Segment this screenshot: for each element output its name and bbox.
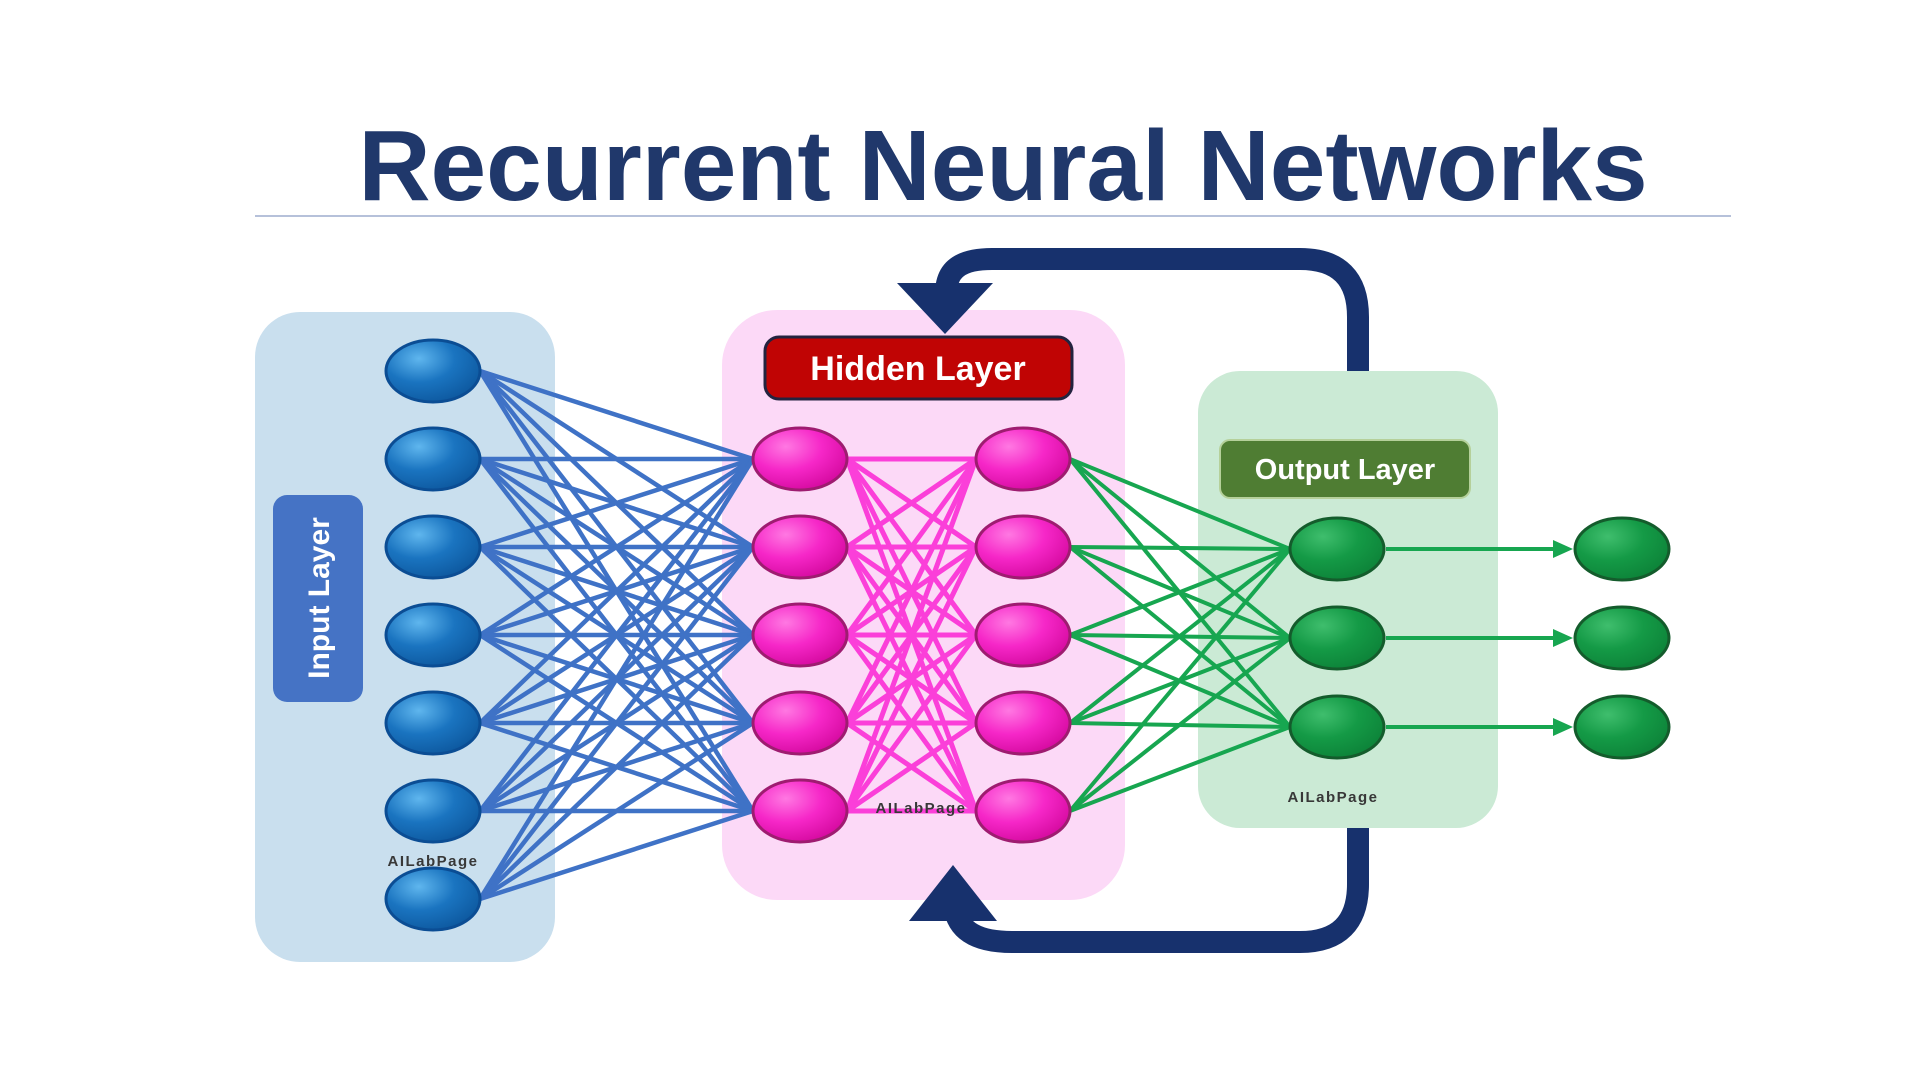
hidden_left-node: [751, 778, 849, 844]
output-arrows: [1386, 540, 1573, 736]
output-arrowhead: [1553, 540, 1573, 558]
edge-line: [478, 457, 755, 901]
input-layer-badge-label: Input Layer: [303, 517, 336, 679]
input-nodes: [384, 338, 482, 932]
edge-line: [844, 633, 979, 813]
outer_output-node: [1573, 516, 1671, 582]
edge-line: [1068, 547, 1292, 725]
loop-arrowhead-down: [897, 283, 993, 334]
input-layer-badge: Input Layer: [273, 495, 363, 702]
edge-line: [478, 457, 755, 637]
hidden_left-node: [751, 514, 849, 580]
edge-line: [845, 456, 978, 550]
loop-arrowhead-up: [909, 865, 997, 921]
connection-lines: [478, 368, 1292, 902]
page-title: Recurrent Neural Networks: [358, 110, 1647, 222]
hidden_right-nodes: [974, 426, 1072, 844]
edge-line: [844, 457, 979, 637]
output-node: [1288, 516, 1386, 582]
output-layer-badge-box: [1219, 439, 1471, 499]
hidden_right-node: [974, 602, 1072, 668]
output-arrowhead: [1553, 718, 1573, 736]
input-node: [384, 690, 482, 756]
hidden-layer-badge: Hidden Layer: [763, 335, 1074, 401]
edge-line: [844, 545, 979, 813]
edge-line: [478, 545, 755, 901]
watermark-hidden-panel: AILabPage: [875, 800, 966, 817]
outer_output-node: [1573, 694, 1671, 760]
edge-line: [478, 633, 755, 901]
edge-line: [478, 457, 755, 725]
output-layer-badge: Output Layer: [1219, 439, 1471, 499]
input-layer-badge-box: [273, 495, 363, 702]
loop-curve: [935, 248, 1369, 953]
output-nodes: [1288, 516, 1386, 760]
hidden_left-node: [751, 426, 849, 492]
hidden_right-node: [974, 426, 1072, 492]
hidden_left-node: [751, 690, 849, 756]
hidden_right-node: [974, 778, 1072, 844]
edge-line: [479, 368, 754, 462]
outer_output-node: [1573, 605, 1671, 671]
hidden-layer-badge-box: [763, 335, 1074, 401]
outer_output-nodes: [1573, 516, 1671, 760]
hidden_left-nodes: [751, 426, 849, 844]
edge-line: [1069, 457, 1291, 551]
output-layer-badge-label: Output Layer: [1255, 454, 1435, 486]
input-node: [384, 514, 482, 580]
edge-line: [1068, 636, 1292, 813]
edge-line: [1069, 545, 1291, 551]
edges-hidden_right-to-output: [1068, 457, 1292, 813]
edge-line: [845, 720, 978, 814]
edge-line: [844, 458, 979, 812]
edges-hidden_left-to-hidden_right: [844, 456, 979, 814]
edge-line: [1068, 547, 1292, 813]
hidden-layer-badge-label: Hidden Layer: [810, 350, 1025, 388]
input-node: [384, 866, 482, 932]
edge-line: [1069, 547, 1291, 637]
edge-line: [478, 721, 755, 901]
input-node: [384, 778, 482, 844]
input-node: [384, 426, 482, 492]
hidden_right-node: [974, 690, 1072, 756]
edge-line: [478, 457, 755, 813]
hidden_left-node: [751, 602, 849, 668]
input-node: [384, 602, 482, 668]
edge-line: [844, 457, 979, 725]
input-node: [384, 338, 482, 404]
watermark-input-panel: AILabPage: [387, 853, 478, 870]
edge-line: [1069, 725, 1291, 813]
watermark-output-panel: AILabPage: [1287, 789, 1378, 806]
network-nodes: [384, 338, 1671, 932]
recurrent-loop-arrow: [897, 248, 1369, 953]
edges-input-to-hidden_left: [478, 368, 755, 902]
hidden_right-node: [974, 514, 1072, 580]
edge-line: [479, 808, 754, 902]
output-node: [1288, 694, 1386, 760]
edge-line: [479, 456, 754, 550]
output-arrowhead: [1553, 629, 1573, 647]
output-node: [1288, 605, 1386, 671]
